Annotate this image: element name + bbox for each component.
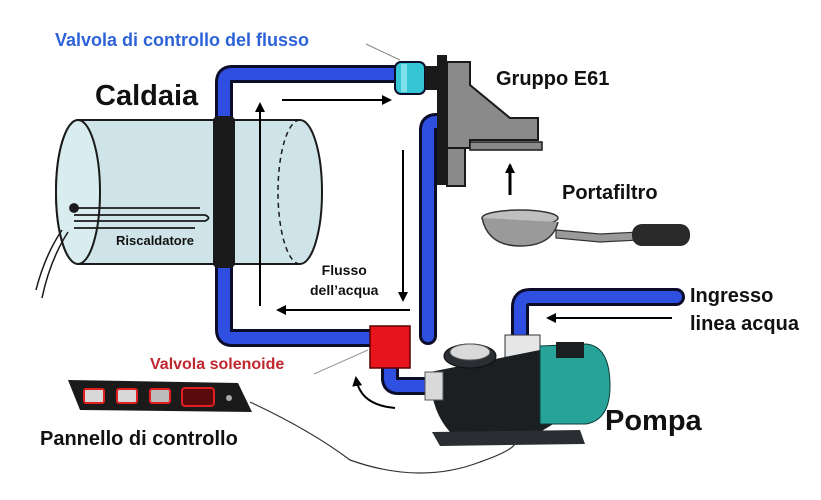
label-water-flow: Flusso dell’acqua — [310, 260, 378, 300]
panel-button-2 — [116, 388, 138, 404]
heating-element — [35, 203, 210, 299]
solenoid-valve — [313, 325, 411, 375]
label-water-flow-line1: Flusso — [321, 262, 367, 278]
control-panel — [68, 380, 517, 474]
label-portafilter: Portafiltro — [562, 182, 658, 204]
flow-arrows — [276, 95, 672, 409]
flow-control-valve — [365, 43, 437, 95]
label-e61-group: Gruppo E61 — [496, 68, 610, 90]
panel-cable — [249, 401, 517, 474]
label-water-inlet-line2: linea acqua — [690, 313, 799, 335]
pump — [424, 334, 611, 446]
e61-group — [437, 55, 543, 187]
panel-display — [181, 387, 215, 407]
water-pipes — [215, 65, 685, 395]
label-water-flow-line2: dell’acqua — [310, 282, 379, 298]
label-water-inlet-line1: Ingresso — [690, 285, 774, 307]
label-control-panel: Pannello di controllo — [40, 428, 238, 450]
panel-button-1 — [83, 388, 105, 404]
label-caldaia: Caldaia — [95, 80, 199, 112]
label-water-inlet: Ingresso linea acqua — [690, 282, 799, 338]
label-heater: Riscaldatore — [116, 233, 195, 248]
label-flow-control-valve: Valvola di controllo del flusso — [55, 30, 310, 50]
boiler-vertical-pipe — [213, 116, 235, 268]
label-pump: Pompa — [605, 405, 702, 437]
panel-button-3 — [149, 388, 171, 404]
boiler — [35, 102, 323, 306]
portafilter — [481, 209, 690, 247]
label-solenoid-valve: Valvola solenoide — [150, 356, 285, 373]
